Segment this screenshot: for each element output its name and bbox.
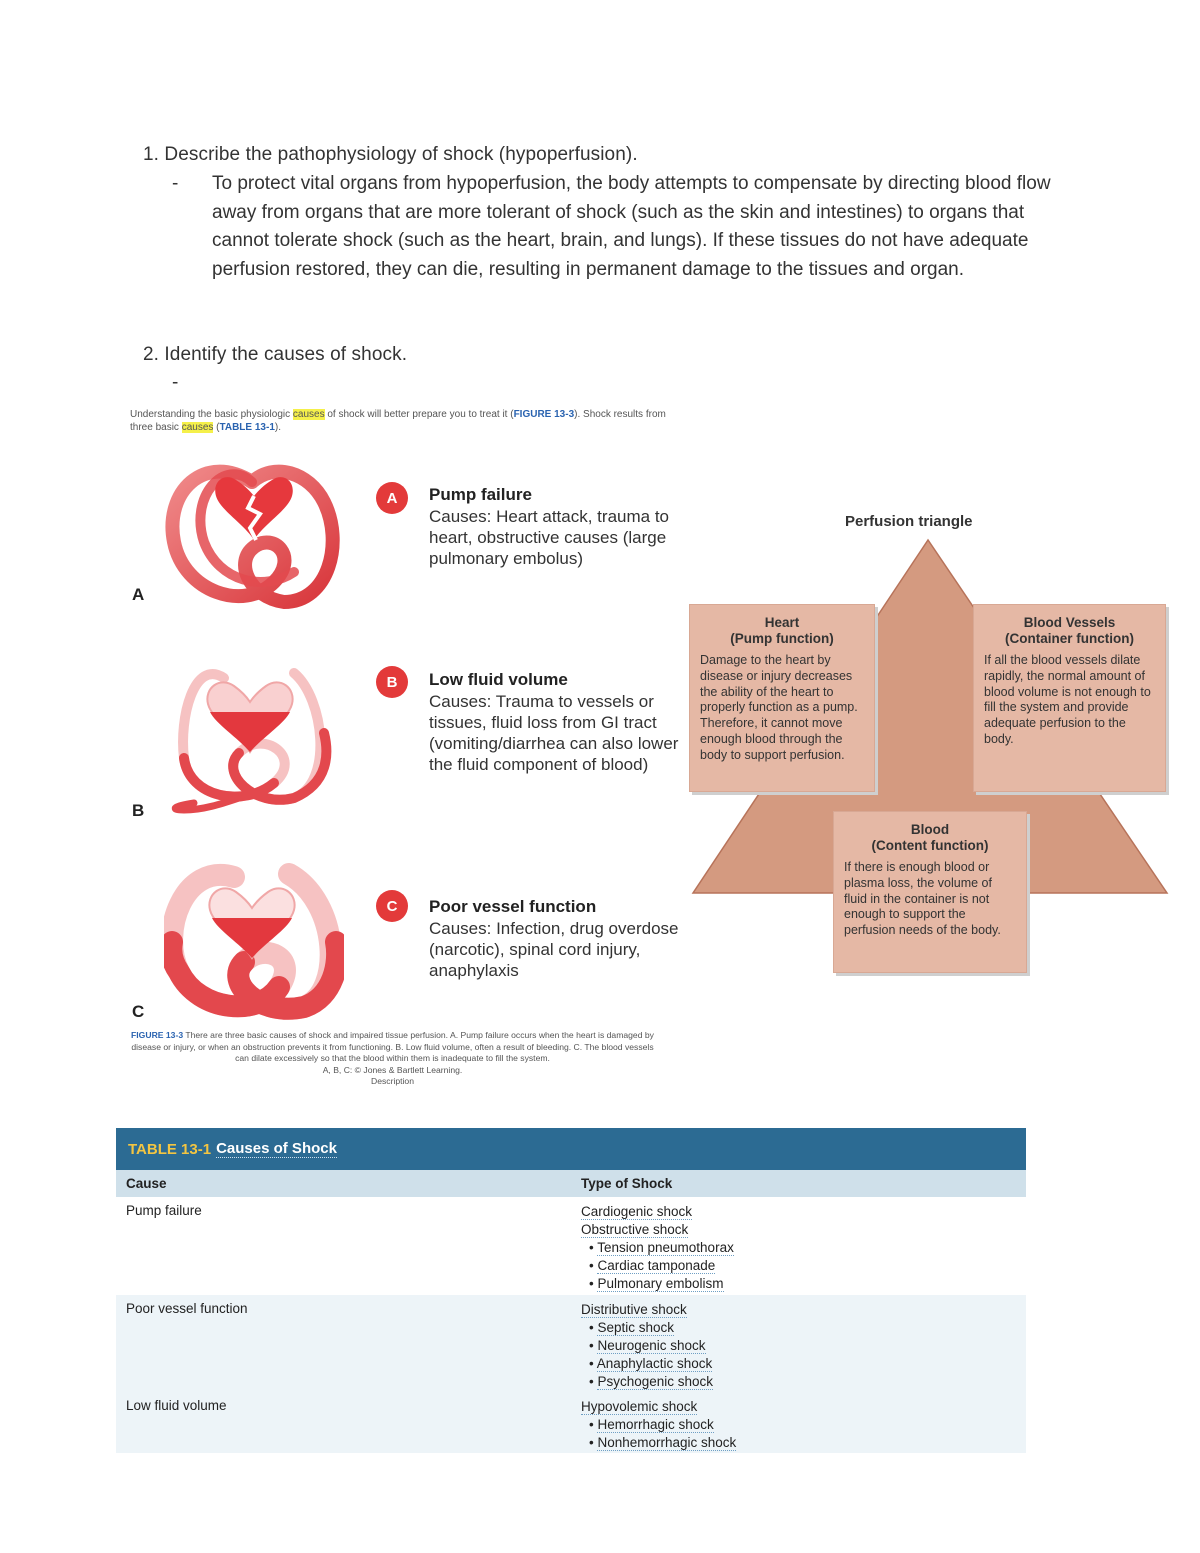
- perfusion-triangle-title: Perfusion triangle: [845, 513, 973, 530]
- shock-subtype-link[interactable]: Pulmonary embolism: [597, 1275, 724, 1292]
- panel-title: Pump failure: [429, 485, 532, 504]
- shock-type-link[interactable]: Obstructive shock: [581, 1221, 689, 1238]
- blood-vessels-container-box: Blood Vessels (Container function) If al…: [973, 604, 1166, 792]
- perfusion-triangle-diagram: Perfusion triangle Heart (Pump function)…: [685, 505, 1175, 980]
- intro-highlight: causes: [292, 409, 325, 420]
- column-type-of-shock: Type of Shock: [581, 1176, 673, 1191]
- intro-text: Understanding the basic physiologic: [130, 409, 293, 420]
- heart-pump-box: Heart (Pump function) Damage to the hear…: [689, 604, 875, 792]
- table-link[interactable]: TABLE 13-1: [219, 421, 275, 433]
- panel-title: Low fluid volume: [429, 670, 568, 689]
- caption-credit: A, B, C: © Jones & Bartlett Learning.: [322, 1064, 463, 1075]
- column-cause: Cause: [126, 1176, 167, 1191]
- intro-text: ).: [274, 421, 281, 433]
- panel-body: Causes: Infection, drug overdose (narcot…: [429, 919, 679, 980]
- pump-failure-illustration: [165, 464, 340, 610]
- figure-intro: Understanding the basic physiologic caus…: [130, 409, 670, 434]
- answer-1: - To protect vital organs from hypoperfu…: [172, 170, 1072, 284]
- intro-highlight: causes: [181, 421, 214, 433]
- shock-type-link[interactable]: Hypovolemic shock: [581, 1399, 698, 1415]
- table-row: Poor vessel function Distributive shock …: [116, 1295, 1026, 1392]
- question-1: 1. Describe the pathophysiology of shock…: [143, 144, 638, 165]
- row-cause: Poor vessel function: [126, 1301, 248, 1316]
- panel-badge: C: [376, 890, 408, 922]
- low-fluid-volume-illustration: [171, 668, 332, 814]
- intro-text: of shock will better prepare you to trea…: [324, 409, 514, 420]
- answer-1-dash: -: [172, 173, 179, 194]
- heart-box-title: Heart: [764, 615, 800, 630]
- table-row: Low fluid volume Hypovolemic shock Hemor…: [116, 1392, 1026, 1453]
- heart-box-body: Damage to the heart by disease or injury…: [700, 653, 858, 762]
- shock-subtype-link[interactable]: Cardiac tamponade: [597, 1257, 716, 1274]
- shock-type-link[interactable]: Distributive shock: [581, 1302, 687, 1318]
- answer-2-dash: -: [172, 372, 179, 393]
- row-types: Cardiogenic shock Obstructive shock Tens…: [581, 1203, 734, 1293]
- vessels-box-title: Blood Vessels: [1023, 615, 1116, 630]
- panel-letter: B: [132, 801, 145, 820]
- blood-box-title: Blood: [910, 822, 950, 837]
- table-number: TABLE 13-1: [128, 1140, 212, 1158]
- figure-link[interactable]: FIGURE 13-3: [513, 409, 575, 420]
- blood-box-body: If there is enough blood or plasma loss,…: [844, 860, 1001, 938]
- figure-caption: FIGURE 13-3 There are three basic causes…: [130, 1030, 655, 1088]
- row-cause: Pump failure: [126, 1203, 202, 1218]
- row-types: Distributive shock Septic shock Neurogen…: [581, 1301, 714, 1391]
- row-cause: Low fluid volume: [126, 1398, 227, 1413]
- answer-1-text: To protect vital organs from hypoperfusi…: [212, 173, 1051, 280]
- shock-subtype-link[interactable]: Anaphylactic shock: [596, 1355, 713, 1372]
- panel-letter: A: [132, 585, 145, 604]
- figure-panel-b: B B Low fluid volume Causes: Trauma to v…: [128, 658, 678, 820]
- intro-text: (: [213, 421, 220, 433]
- shock-subtype-link[interactable]: Nonhemorrhagic shock: [597, 1434, 737, 1451]
- panel-badge: A: [376, 482, 408, 514]
- panel-badge: B: [376, 666, 408, 698]
- panel-letter: C: [132, 1002, 145, 1021]
- panel-body: Causes: Heart attack, trauma to heart, o…: [429, 507, 669, 568]
- table-column-header: Cause Type of Shock: [116, 1170, 1026, 1197]
- figure-panel-a: A A Pump failure Causes: Heart attack, t…: [128, 452, 669, 612]
- blood-box-subtitle: (Content function): [871, 838, 989, 853]
- caption-figure-link[interactable]: FIGURE 13-3: [131, 1030, 184, 1040]
- caption-description-link[interactable]: Description: [371, 1076, 414, 1086]
- shock-subtype-link[interactable]: Psychogenic shock: [597, 1373, 714, 1390]
- row-types: Hypovolemic shock Hemorrhagic shock Nonh…: [581, 1398, 737, 1452]
- shock-subtype-link[interactable]: Septic shock: [597, 1319, 675, 1336]
- intro-text: ). Shock results from three basic: [130, 409, 666, 433]
- shock-subtype-link[interactable]: Tension pneumothorax: [597, 1239, 734, 1256]
- heart-box-subtitle: (Pump function): [730, 631, 834, 646]
- poor-vessel-function-illustration: [164, 863, 344, 1020]
- blood-content-box: Blood (Content function) If there is eno…: [833, 811, 1027, 973]
- question-2: 2. Identify the causes of shock.: [143, 344, 408, 365]
- panel-body: Causes: Trauma to vessels or tissues, fl…: [429, 692, 679, 774]
- table-row: Pump failure Cardiogenic shock Obstructi…: [116, 1197, 1026, 1295]
- table-title-bar: TABLE 13-1 Causes of Shock: [116, 1128, 1026, 1170]
- caption-text: There are three basic causes of shock an…: [131, 1030, 654, 1063]
- causes-of-shock-table: TABLE 13-1 Causes of Shock Cause Type of…: [116, 1128, 1026, 1453]
- panel-title: Poor vessel function: [429, 897, 597, 916]
- shock-subtype-link[interactable]: Hemorrhagic shock: [597, 1416, 714, 1433]
- figure-panel-c: C C Poor vessel function Causes: Infecti…: [128, 862, 678, 1027]
- vessels-box-subtitle: (Container function): [1005, 631, 1134, 646]
- shock-type-link[interactable]: Cardiogenic shock: [581, 1204, 693, 1220]
- vessels-box-body: If all the blood vessels dilate rapidly,…: [984, 653, 1151, 746]
- shock-subtype-link[interactable]: Neurogenic shock: [597, 1337, 706, 1354]
- table-title[interactable]: Causes of Shock: [216, 1140, 337, 1158]
